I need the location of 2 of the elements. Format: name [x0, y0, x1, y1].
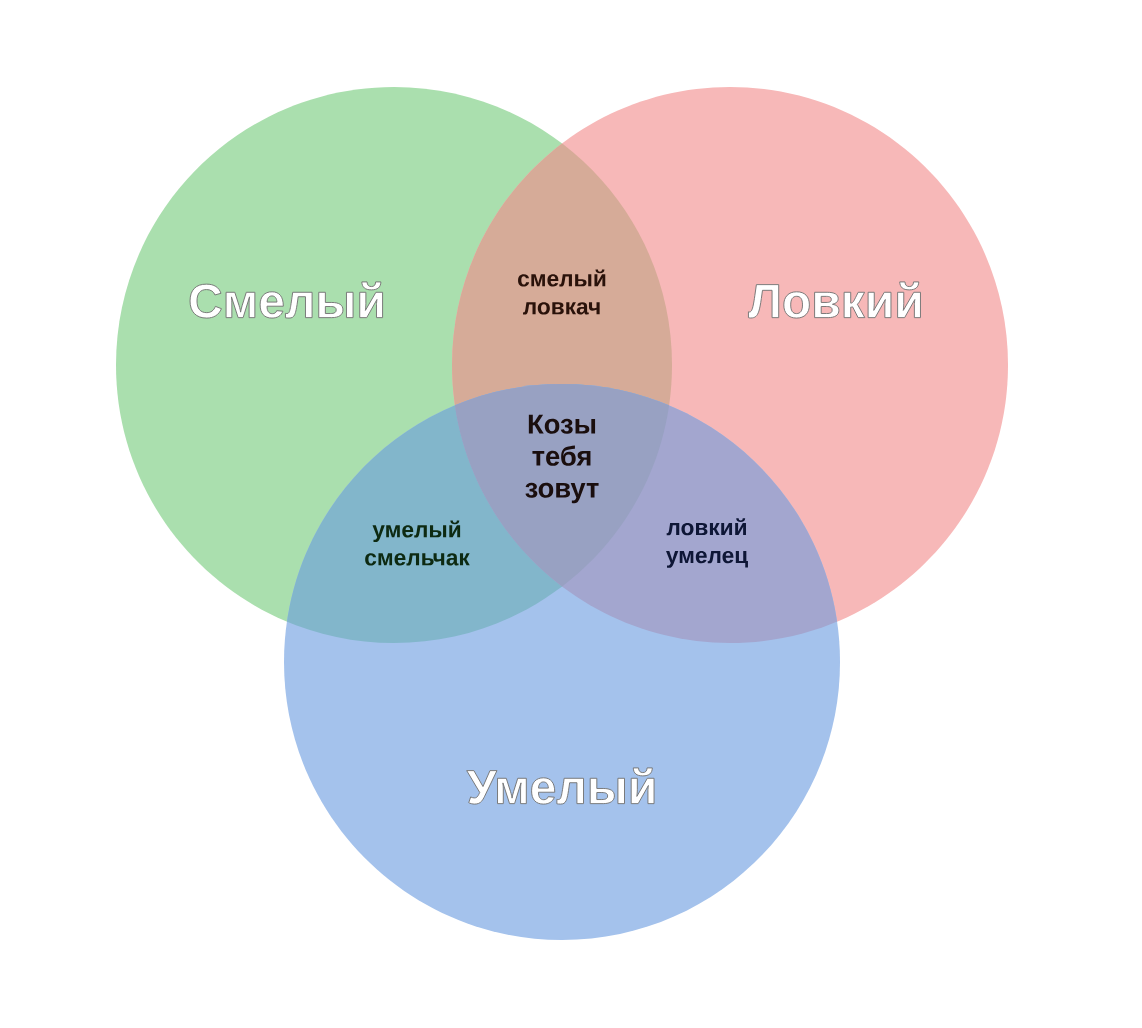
region-label: Козы тебя зовут — [525, 414, 599, 504]
region-label: смелый ловкач — [518, 269, 606, 315]
